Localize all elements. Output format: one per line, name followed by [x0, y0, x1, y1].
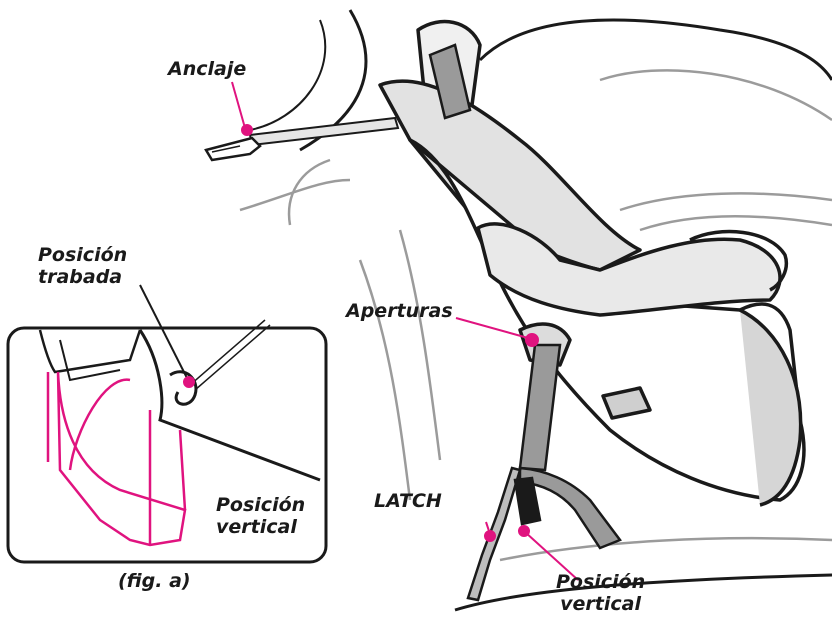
figure-caption: (fig. a)	[118, 570, 191, 592]
label-vertical-main-line1: Posición	[556, 571, 645, 593]
label-vertical-inset-line2: vertical	[216, 516, 305, 538]
label-vertical-position-main: Posición vertical	[556, 571, 645, 615]
label-openings: Aperturas	[346, 300, 453, 322]
anchor-strap	[206, 118, 398, 160]
label-latch: LATCH	[374, 490, 442, 512]
label-vertical-main-line2: vertical	[556, 593, 645, 615]
label-vertical-inset-line1: Posición	[216, 494, 305, 516]
label-vertical-position-inset: Posición vertical	[216, 494, 305, 538]
label-anchor: Anclaje	[168, 58, 246, 80]
label-locked-position-line2: trabada	[38, 266, 127, 288]
label-locked-position: Posición trabada	[38, 244, 127, 288]
label-locked-position-line1: Posición	[38, 244, 127, 266]
